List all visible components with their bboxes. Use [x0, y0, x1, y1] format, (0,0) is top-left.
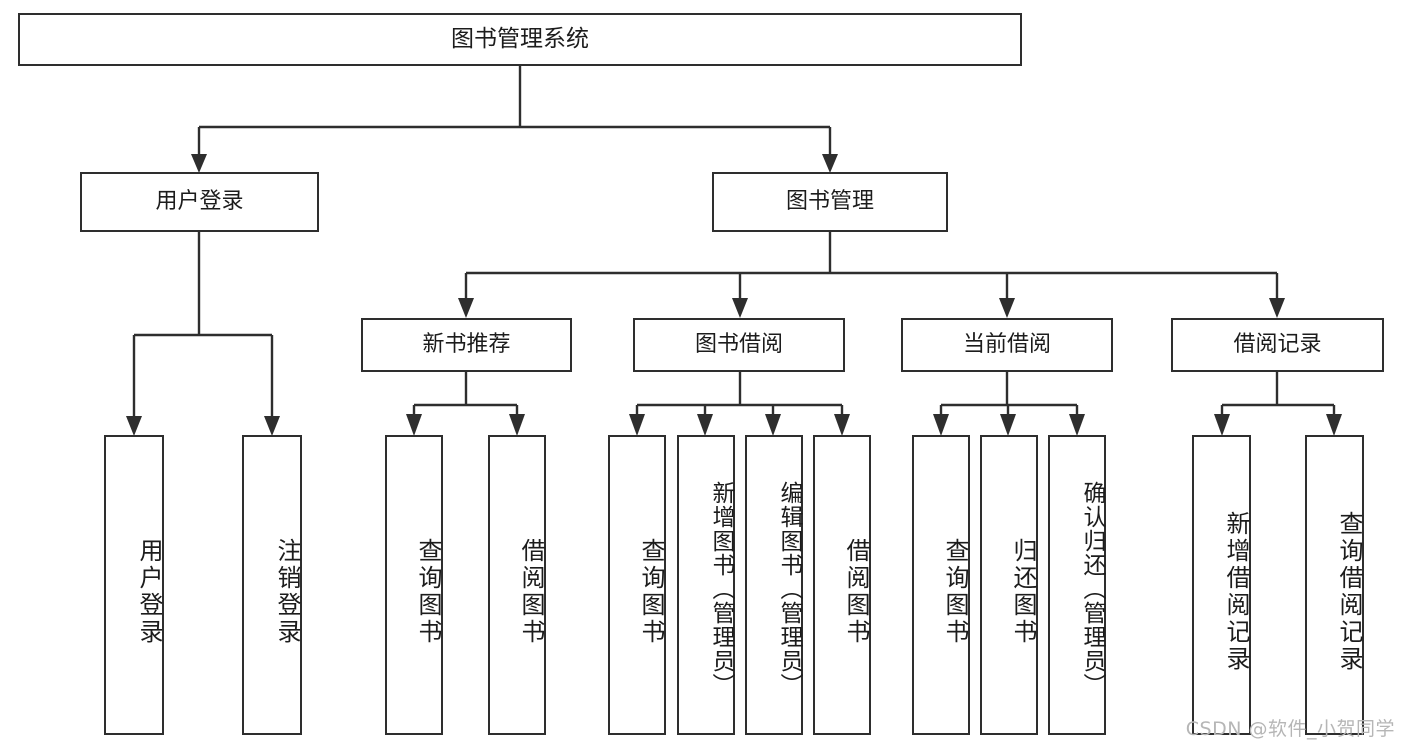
- node-book-borrow[interactable]: 图书借阅: [633, 318, 845, 372]
- node-label: 查询图书: [637, 538, 665, 646]
- node-label: 借阅图书: [517, 538, 545, 646]
- leaf-current-borrow-confirm-return[interactable]: 确认归还（管理员）: [1048, 435, 1106, 735]
- node-label: 借阅记录: [1233, 331, 1322, 357]
- leaf-borrow-record-query[interactable]: 查询借阅记录: [1305, 435, 1364, 735]
- node-label: 查询图书: [941, 538, 969, 646]
- arrowhead-current-borrow-l2: [1000, 414, 1016, 436]
- watermark-text: CSDN @软件_小贺同学: [1185, 718, 1395, 740]
- arrowhead-current-borrow-l1: [933, 414, 949, 436]
- arrowhead-user-login: [191, 154, 207, 173]
- node-label: 查询图书: [414, 538, 442, 646]
- node-label: 图书管理: [785, 188, 874, 214]
- node-label: 查询借阅记录: [1335, 511, 1363, 673]
- arrowhead-new-book: [458, 298, 474, 318]
- node-new-book-recommend[interactable]: 新书推荐: [361, 318, 572, 372]
- node-root-system[interactable]: 图书管理系统: [18, 13, 1022, 66]
- arrowhead-borrow-record-l2: [1326, 414, 1342, 436]
- arrowhead-book-borrow-l2: [697, 414, 713, 436]
- node-label: 注销登录: [273, 538, 301, 646]
- leaf-book-borrow-query[interactable]: 查询图书: [608, 435, 666, 735]
- node-label: 用户登录: [135, 538, 163, 646]
- arrowhead-user-login-c2: [264, 416, 280, 436]
- arrowhead-book-borrow: [732, 298, 748, 318]
- leaf-user-login-login[interactable]: 用户登录: [104, 435, 164, 735]
- node-label: 归还图书: [1009, 538, 1037, 646]
- node-label: 图书借阅: [694, 331, 783, 357]
- leaf-borrow-record-add[interactable]: 新增借阅记录: [1192, 435, 1251, 735]
- node-label: 当前借阅: [962, 331, 1051, 357]
- node-label: 新增图书（管理员）: [708, 481, 734, 697]
- leaf-user-login-logout[interactable]: 注销登录: [242, 435, 302, 735]
- arrowhead-borrow-record: [1269, 298, 1285, 318]
- arrowhead-borrow-record-l1: [1214, 414, 1230, 436]
- arrowhead-book-mgmt: [822, 154, 838, 173]
- node-label: 用户登录: [155, 188, 244, 214]
- leaf-book-borrow-edit[interactable]: 编辑图书（管理员）: [745, 435, 803, 735]
- arrowhead-current-borrow: [999, 298, 1015, 318]
- leaf-new-book-query[interactable]: 查询图书: [385, 435, 443, 735]
- arrowhead-book-borrow-l1: [629, 414, 645, 436]
- arrowhead-user-login-c1: [126, 416, 142, 436]
- leaf-current-borrow-return[interactable]: 归还图书: [980, 435, 1038, 735]
- node-label: 确认归还（管理员）: [1079, 481, 1105, 697]
- node-label: 图书管理系统: [451, 25, 589, 52]
- node-label: 编辑图书（管理员）: [776, 481, 802, 697]
- node-label: 新增借阅记录: [1222, 511, 1250, 673]
- node-borrow-record[interactable]: 借阅记录: [1171, 318, 1384, 372]
- arrowhead-book-borrow-l4: [834, 414, 850, 436]
- arrowhead-new-book-l1: [406, 414, 422, 436]
- node-book-management[interactable]: 图书管理: [712, 172, 948, 232]
- node-label: 新书推荐: [422, 331, 511, 357]
- leaf-current-borrow-query[interactable]: 查询图书: [912, 435, 970, 735]
- node-user-login[interactable]: 用户登录: [80, 172, 319, 232]
- leaf-book-borrow-borrow[interactable]: 借阅图书: [813, 435, 871, 735]
- arrowhead-current-borrow-l3: [1069, 414, 1085, 436]
- node-label: 借阅图书: [842, 538, 870, 646]
- leaf-book-borrow-add[interactable]: 新增图书（管理员）: [677, 435, 735, 735]
- arrowhead-new-book-l2: [509, 414, 525, 436]
- arrowhead-book-borrow-l3: [765, 414, 781, 436]
- leaf-new-book-borrow[interactable]: 借阅图书: [488, 435, 546, 735]
- node-current-borrow[interactable]: 当前借阅: [901, 318, 1113, 372]
